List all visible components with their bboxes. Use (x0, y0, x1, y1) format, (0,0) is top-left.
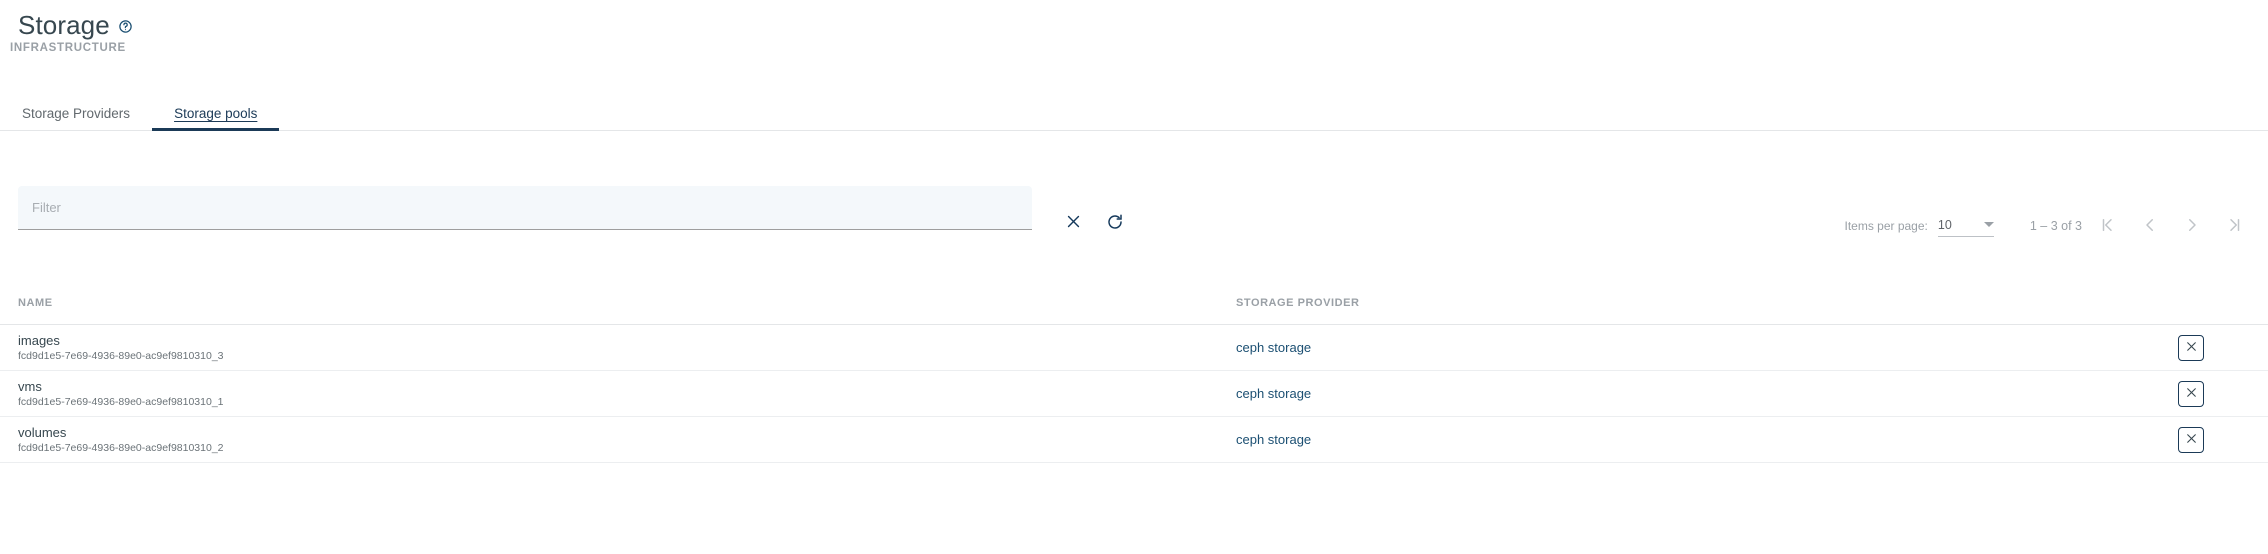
cell-actions (2132, 334, 2250, 361)
section-label: INFRASTRUCTURE (10, 42, 126, 54)
storage-provider-link[interactable]: ceph storage (1236, 431, 1312, 447)
page-title: Storage (18, 10, 110, 40)
cell-name: vms fcd9d1e5-7e69-4936-89e0-ac9ef9810310… (18, 379, 1236, 409)
clear-filter-button[interactable] (1058, 208, 1088, 238)
table-row[interactable]: volumes fcd9d1e5-7e69-4936-89e0-ac9ef981… (0, 417, 2268, 463)
pool-id: fcd9d1e5-7e69-4936-89e0-ac9ef9810310_2 (18, 441, 224, 454)
pool-name: images (18, 332, 60, 348)
storage-provider-link[interactable]: ceph storage (1236, 339, 1312, 355)
first-page-icon (2099, 216, 2117, 237)
page-range-label: 1 – 3 of 3 (2029, 219, 2082, 233)
items-per-page-label: Items per page: (1844, 219, 1928, 233)
column-header-name: NAME (18, 297, 53, 309)
filter-field[interactable] (18, 186, 1032, 230)
cell-name: images fcd9d1e5-7e69-4936-89e0-ac9ef9810… (18, 333, 1236, 363)
tab-storage-providers[interactable]: Storage Providers (0, 97, 152, 130)
close-icon (2185, 386, 2198, 402)
table-header-row: NAME STORAGE PROVIDER (0, 282, 2268, 325)
cell-storage-provider: ceph storage (1236, 431, 2132, 449)
first-page-button[interactable] (2092, 210, 2124, 242)
delete-pool-button[interactable] (2178, 380, 2204, 407)
previous-page-button[interactable] (2134, 210, 2166, 242)
delete-pool-button[interactable] (2178, 334, 2204, 361)
help-circle-icon[interactable] (118, 19, 133, 34)
items-per-page-select[interactable]: 10 (1937, 215, 1994, 237)
items-per-page-value: 10 (1937, 217, 1952, 232)
last-page-icon (2225, 216, 2243, 237)
cell-name: volumes fcd9d1e5-7e69-4936-89e0-ac9ef981… (18, 425, 1236, 455)
tab-bar: Storage Providers Storage pools (0, 97, 2268, 131)
filter-input[interactable] (32, 200, 1018, 215)
delete-pool-button[interactable] (2178, 426, 2204, 453)
paginator: Items per page: 10 1 – 3 of 3 (1844, 210, 2250, 242)
chevron-right-icon (2183, 216, 2201, 237)
page-header: Storage (18, 10, 133, 40)
cell-actions (2132, 426, 2250, 453)
table-row[interactable]: vms fcd9d1e5-7e69-4936-89e0-ac9ef9810310… (0, 371, 2268, 417)
refresh-icon (1106, 213, 1124, 234)
tab-label: Storage pools (174, 106, 258, 121)
close-icon (2185, 340, 2198, 356)
storage-pools-table: NAME STORAGE PROVIDER images fcd9d1e5-7e… (0, 282, 2268, 463)
pool-id: fcd9d1e5-7e69-4936-89e0-ac9ef9810310_1 (18, 395, 224, 408)
cell-storage-provider: ceph storage (1236, 385, 2132, 403)
chevron-down-icon (1983, 222, 1994, 227)
storage-provider-link[interactable]: ceph storage (1236, 385, 1312, 401)
refresh-button[interactable] (1100, 208, 1130, 238)
pool-name: volumes (18, 424, 67, 440)
pool-name: vms (18, 378, 42, 394)
close-icon (2185, 432, 2198, 448)
close-icon (1065, 213, 1082, 233)
pool-id: fcd9d1e5-7e69-4936-89e0-ac9ef9810310_3 (18, 349, 224, 362)
column-header-storage-provider: STORAGE PROVIDER (1236, 297, 1360, 309)
cell-storage-provider: ceph storage (1236, 339, 2132, 357)
next-page-button[interactable] (2176, 210, 2208, 242)
chevron-left-icon (2141, 216, 2159, 237)
cell-actions (2132, 380, 2250, 407)
last-page-button[interactable] (2218, 210, 2250, 242)
table-row[interactable]: images fcd9d1e5-7e69-4936-89e0-ac9ef9810… (0, 325, 2268, 371)
tab-label: Storage Providers (22, 106, 131, 121)
tab-storage-pools[interactable]: Storage pools (152, 97, 280, 131)
